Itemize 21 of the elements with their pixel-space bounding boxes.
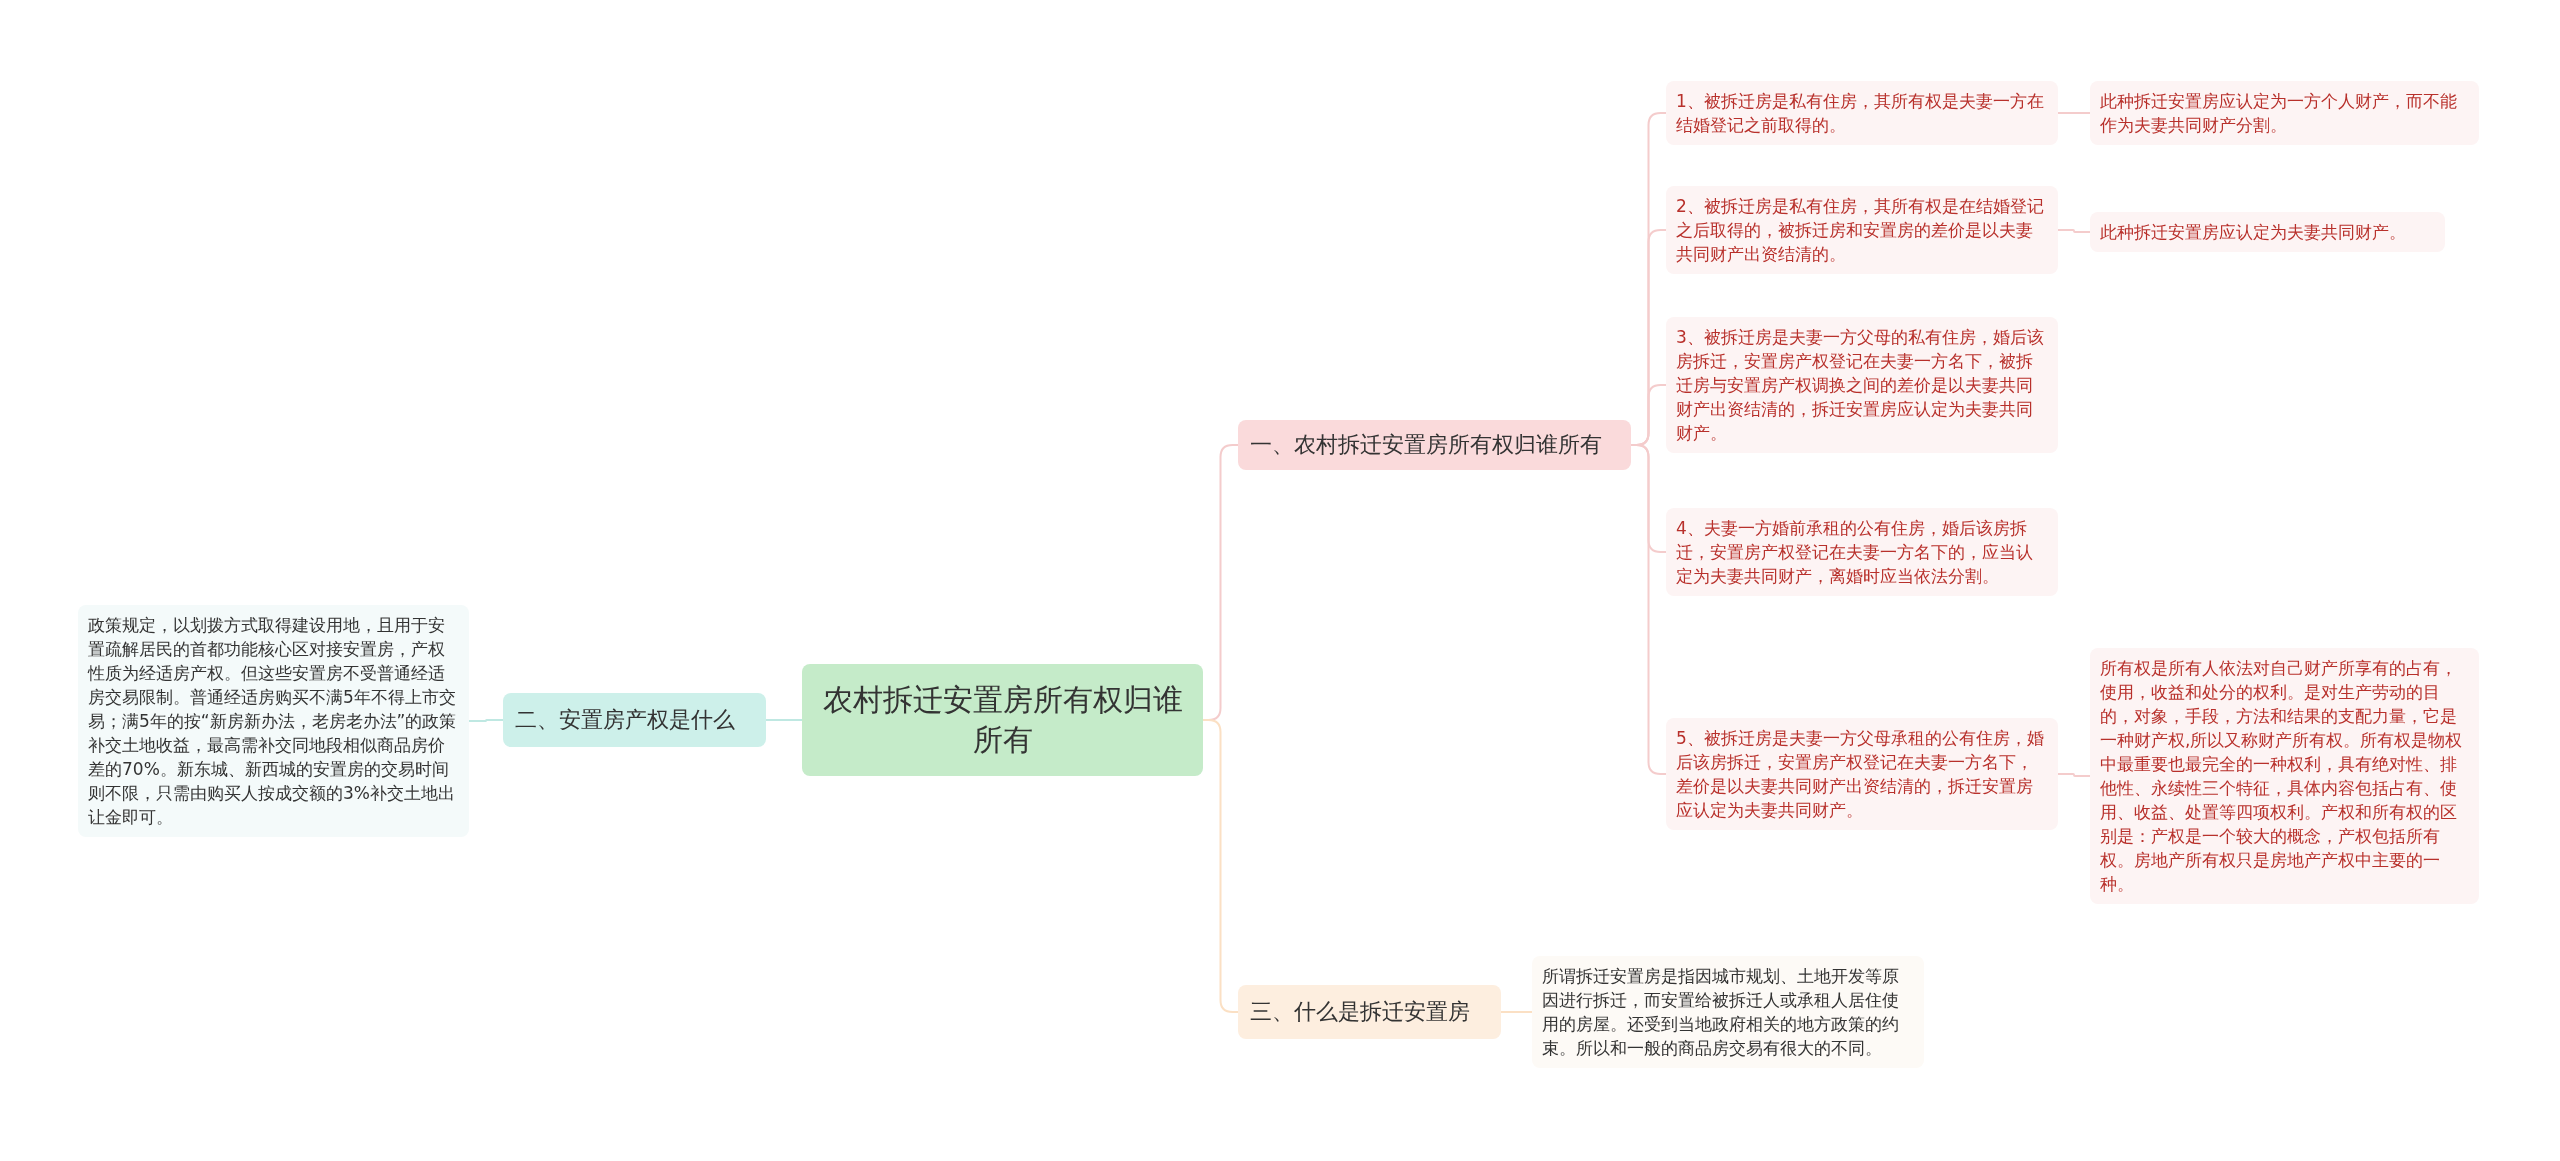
- note-box: 此种拆迁安置房应认定为一方个人财产，而不能作为夫妻共同财产分割。: [2090, 81, 2479, 145]
- connector-line: [765, 719, 803, 721]
- note-box: 政策规定，以划拨方式取得建设用地，且用于安置疏解居民的首都功能核心区对接安置房，产权性质为经适房产权。但这些安置房不受普通经适房交易限制。普通经适房购买不满5年不得上市交易；满5年的按“新房新办法，老房老办法”的政策补交土地收益，最高需补交同地段相似商品房价差的70%。新东城、新西城的安置房的交易时间则不限，只需由购买人按成交额的3%补交土地出让金即可。: [78, 605, 469, 837]
- connector-line: [1630, 444, 1667, 775]
- note-box: 3、被拆迁房是夫妻一方父母的私有住房，婚后该房拆迁，安置房产权登记在夫妻一方名下，被拆迁房与安置房产权调换之间的差价是以夫妻共同财产出资结清的，拆迁安置房应认定为夫妻共同财产。: [1666, 317, 2058, 453]
- connector-line: [2057, 112, 2091, 114]
- note-box: 1、被拆迁房是私有住房，其所有权是夫妻一方在结婚登记之前取得的。: [1666, 81, 2058, 145]
- connector-line: [468, 719, 504, 722]
- connector-line: [2057, 773, 2091, 777]
- note-box: 所谓拆迁安置房是指因城市规划、土地开发等原因进行拆迁，而安置给被拆迁人或承租人居住使用的房屋。还受到当地政府相关的地方政策的约束。所以和一般的商品房交易有很大的不同。: [1532, 956, 1924, 1068]
- note-box: 5、被拆迁房是夫妻一方父母承租的公有住房，婚后该房拆迁，安置房产权登记在夫妻一方名下，差价是以夫妻共同财产出资结清的，拆迁安置房应认定为夫妻共同财产。: [1666, 718, 2058, 830]
- note-box: 此种拆迁安置房应认定为夫妻共同财产。: [2090, 212, 2445, 252]
- note-box: 所有权是所有人依法对自己财产所享有的占有，使用，收益和处分的权利。是对生产劳动的目的，对象，手段，方法和结果的支配力量，它是一种财产权,所以又称财产所有权。所有权是物权中最重要也最完全的一种权利，具有绝对性、排他性、永续性三个特征，具体内容包括占有、使用、收益、处置等四项权利。产权和所有权的区别是：产权是一个较大的概念，产权包括所有权。房地产所有权只是房地产产权中主要的一种。: [2090, 648, 2479, 904]
- connector-line: [1500, 1011, 1533, 1013]
- connector-line: [2057, 229, 2091, 233]
- central-topic: 农村拆迁安置房所有权归谁所有: [802, 664, 1203, 776]
- topic-box: 一、农村拆迁安置房所有权归谁所有: [1238, 420, 1631, 470]
- topic-box: 二、安置房产权是什么: [503, 693, 766, 747]
- note-box: 4、夫妻一方婚前承租的公有住房，婚后该房拆迁，安置房产权登记在夫妻一方名下的，应当认定为夫妻共同财产，离婚时应当依法分割。: [1666, 508, 2058, 596]
- topic-box: 三、什么是拆迁安置房: [1238, 985, 1501, 1039]
- note-box: 2、被拆迁房是私有住房，其所有权是在结婚登记之后取得的，被拆迁房和安置房的差价是以夫妻共同财产出资结清的。: [1666, 186, 2058, 274]
